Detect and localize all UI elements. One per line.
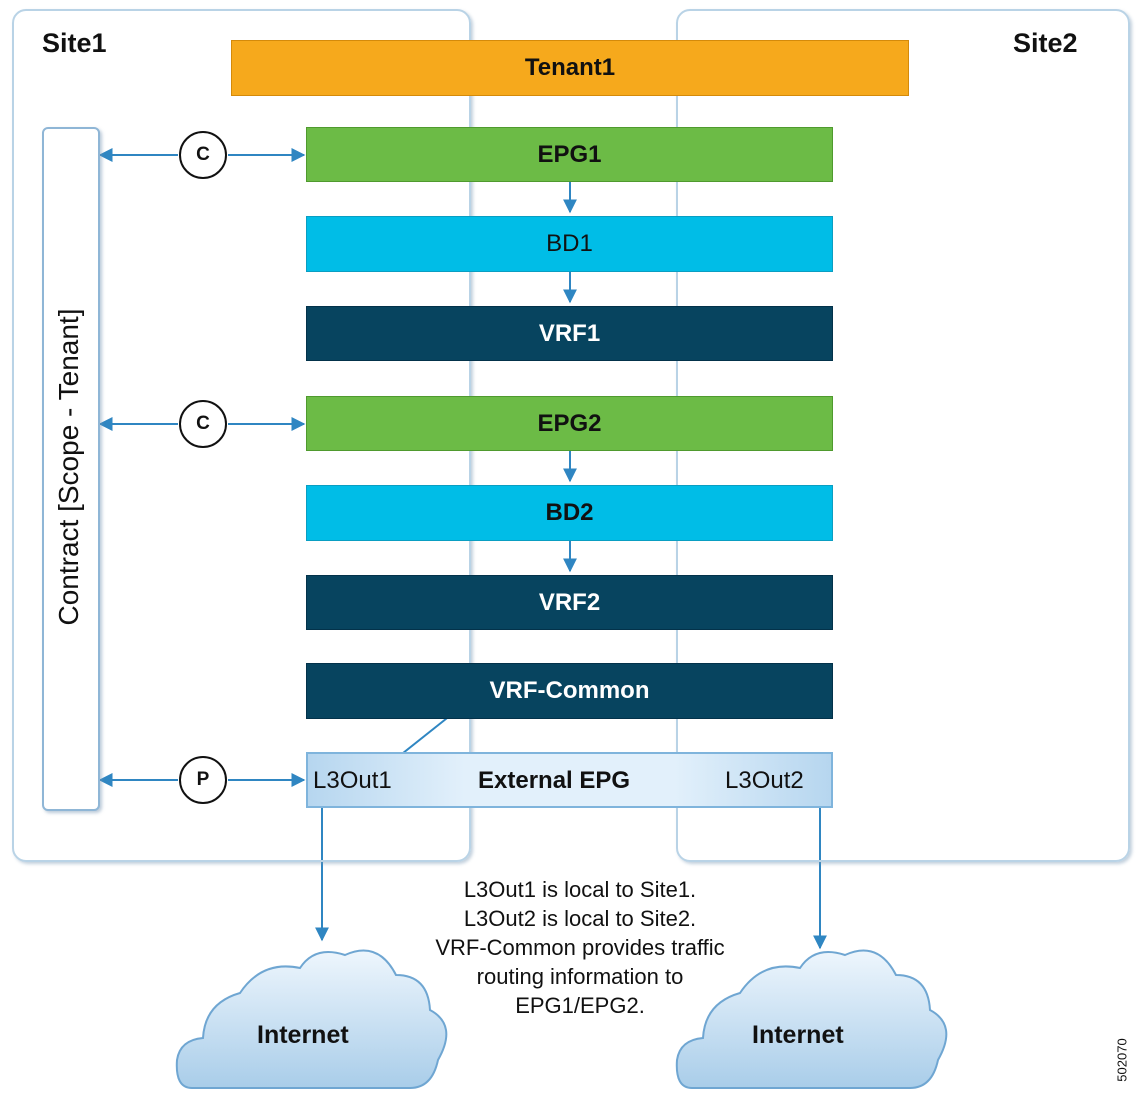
vrf1-bar: VRF1	[306, 306, 833, 361]
vrf1-label: VRF1	[538, 319, 601, 347]
l3out2-label: L3Out2	[725, 767, 804, 794]
figure-id: 502070	[1114, 1038, 1130, 1082]
vrf-common-label: VRF-Common	[489, 677, 650, 704]
vrf2-bar: VRF2	[306, 575, 833, 630]
bd1-bar: BD1	[306, 216, 833, 272]
bd2-label: BD2	[545, 499, 594, 526]
cloud-left-shape	[175, 949, 448, 1089]
contract-label: Contract [Scope - Tenant]	[53, 308, 84, 626]
provider-circle-external: P	[179, 756, 227, 804]
note-line: routing information to	[476, 964, 684, 989]
internet-left-label: Internet	[257, 1021, 349, 1049]
tenant-bar: Tenant1	[231, 40, 909, 96]
epg1-label: EPG1	[537, 140, 602, 168]
cloud-right-shape	[675, 949, 948, 1089]
contract-box	[42, 127, 100, 811]
consumer-circle-epg2: C	[179, 400, 227, 448]
site2-label: Site2	[1013, 28, 1078, 58]
bd1-label: BD1	[546, 230, 593, 257]
epg1-bar: EPG1	[306, 127, 833, 182]
epg2-label: EPG2	[537, 409, 602, 437]
site1-label: Site1	[42, 28, 107, 58]
l3out1-label: L3Out1	[313, 767, 392, 794]
bd2-bar: BD2	[306, 485, 833, 541]
vrf2-label: VRF2	[538, 588, 601, 616]
external-epg-bar	[306, 752, 833, 808]
epg2-bar: EPG2	[306, 396, 833, 451]
note-line: VRF-Common provides traffic	[435, 935, 725, 960]
note-line: L3Out2 is local to Site2.	[463, 906, 697, 931]
vrf-common-bar: VRF-Common	[306, 663, 833, 719]
consumer-circle-epg1: C	[179, 131, 227, 179]
internet-right-label: Internet	[752, 1021, 844, 1049]
tenant-label: Tenant1	[524, 54, 616, 81]
note-text: L3Out1 is local to Site1. L3Out2 is loca…	[380, 875, 780, 1020]
external-epg-label: External EPG	[478, 767, 631, 794]
note-line: L3Out1 is local to Site1.	[463, 877, 697, 902]
note-line: EPG1/EPG2.	[515, 993, 645, 1018]
